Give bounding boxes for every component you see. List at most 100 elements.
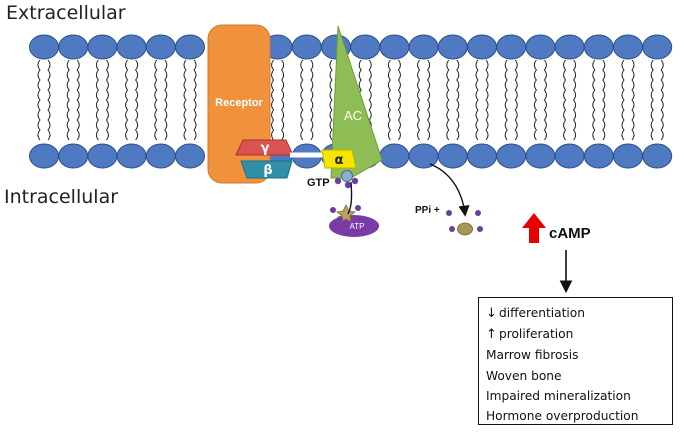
lipid-head [145, 143, 176, 169]
effect-text: differentiation [499, 306, 585, 320]
ppi-label: PPi + [415, 205, 440, 216]
lipid-head [496, 143, 527, 169]
lipid-tail [271, 59, 275, 141]
effect-text: Marrow fibrosis [486, 348, 579, 363]
camp-label: cAMP [549, 225, 591, 242]
membrane-outer-leaflet [29, 34, 673, 60]
lipid-tail [533, 59, 538, 141]
beta-label: β [263, 163, 272, 178]
camp-molecule [446, 210, 483, 236]
atp-molecule: ATP [329, 204, 379, 237]
lipid-tail [397, 59, 401, 141]
effect-item: ↓differentiation [486, 303, 672, 324]
lipid-head [379, 34, 410, 60]
lipid-tail [154, 59, 158, 141]
atp-label: ATP [350, 222, 365, 231]
ac-label: AC [344, 108, 362, 123]
lipid-tail [300, 59, 304, 141]
lipid-tail [105, 59, 109, 141]
lipid-tail [631, 59, 635, 141]
lipid-head [87, 143, 118, 169]
gtp-molecule [334, 170, 359, 189]
lipid-tail [621, 59, 625, 141]
lipid-tail [446, 59, 450, 141]
lipid-tail [183, 59, 187, 141]
lipid-tail [329, 59, 333, 141]
lipid-tail [387, 59, 392, 141]
alpha-subunit: α [321, 149, 357, 169]
lipid-head [496, 34, 527, 60]
lipid-head [175, 143, 205, 169]
lipid-head [379, 143, 410, 169]
effect-text: proliferation [499, 327, 574, 342]
lipid-head [291, 34, 322, 60]
effect-item: Impaired mineralization [486, 386, 672, 406]
lipid-head [583, 143, 614, 169]
lipid-tail [475, 59, 479, 141]
lipid-head [58, 34, 89, 60]
lipid-head [437, 34, 468, 60]
effect-text: Woven bone [486, 368, 562, 383]
effect-item: Marrow fibrosis [486, 345, 672, 365]
intracellular-label: Intracellular [4, 186, 119, 208]
lipid-tail [456, 59, 460, 141]
lipid-head [467, 143, 497, 169]
ppi-arrow [429, 163, 470, 217]
lipid-tail [95, 59, 100, 141]
lipid-head [642, 143, 673, 169]
lipid-head [408, 143, 439, 169]
lipid-tail [543, 59, 547, 141]
lipid-head [175, 34, 205, 60]
lipid-tail [602, 59, 606, 141]
effect-arrow: ↓ [486, 306, 497, 321]
lipid-head [350, 34, 381, 60]
lipid-head [613, 143, 643, 169]
increase-arrow-icon [522, 213, 546, 243]
lipid-head [87, 34, 118, 60]
gamma-label: γ [261, 141, 270, 156]
effect-arrow: ↑ [486, 327, 497, 343]
lipid-tail [134, 59, 139, 141]
lipid-tail [417, 59, 421, 141]
lipid-head [58, 143, 89, 169]
beta-subunit: β [240, 160, 293, 179]
lipid-tail [426, 59, 431, 141]
lipid-head [583, 34, 614, 60]
lipid-tails [37, 59, 664, 141]
lipid-head [116, 143, 147, 169]
lipid-tail [37, 59, 41, 141]
lipid-head [525, 143, 556, 169]
lipid-head [145, 34, 176, 60]
extracellular-label: Extracellular [6, 2, 126, 24]
effect-item: Hormone overproduction [486, 406, 672, 426]
alpha-label: α [335, 153, 344, 168]
lipid-tail [164, 59, 168, 141]
lipid-tail [660, 59, 664, 141]
lipid-head [554, 34, 585, 60]
receptor-label: Receptor [215, 97, 263, 109]
lipid-tail [310, 59, 314, 141]
lipid-tail [514, 59, 518, 141]
lipid-tail [563, 59, 567, 141]
lipid-tail [66, 59, 70, 141]
effect-item: Woven bone [486, 366, 672, 386]
lipid-head [613, 34, 643, 60]
lipid-tail [76, 59, 80, 141]
lipid-head [29, 143, 59, 169]
lipid-head [408, 34, 439, 60]
lipid-head [467, 34, 497, 60]
gamma-subunit: γ [235, 139, 294, 156]
lipid-tail [572, 59, 577, 141]
lipid-tail [504, 59, 508, 141]
lipid-tail [592, 59, 596, 141]
lipid-tail [125, 59, 129, 141]
lipid-tail [193, 59, 197, 141]
lipid-tail [47, 59, 51, 141]
lipid-head [437, 143, 468, 169]
receptor: Receptor [207, 24, 271, 184]
lipid-tail [650, 59, 654, 141]
effect-text: Hormone overproduction [486, 409, 639, 424]
lipid-head [642, 34, 673, 60]
lipid-head [554, 143, 585, 169]
